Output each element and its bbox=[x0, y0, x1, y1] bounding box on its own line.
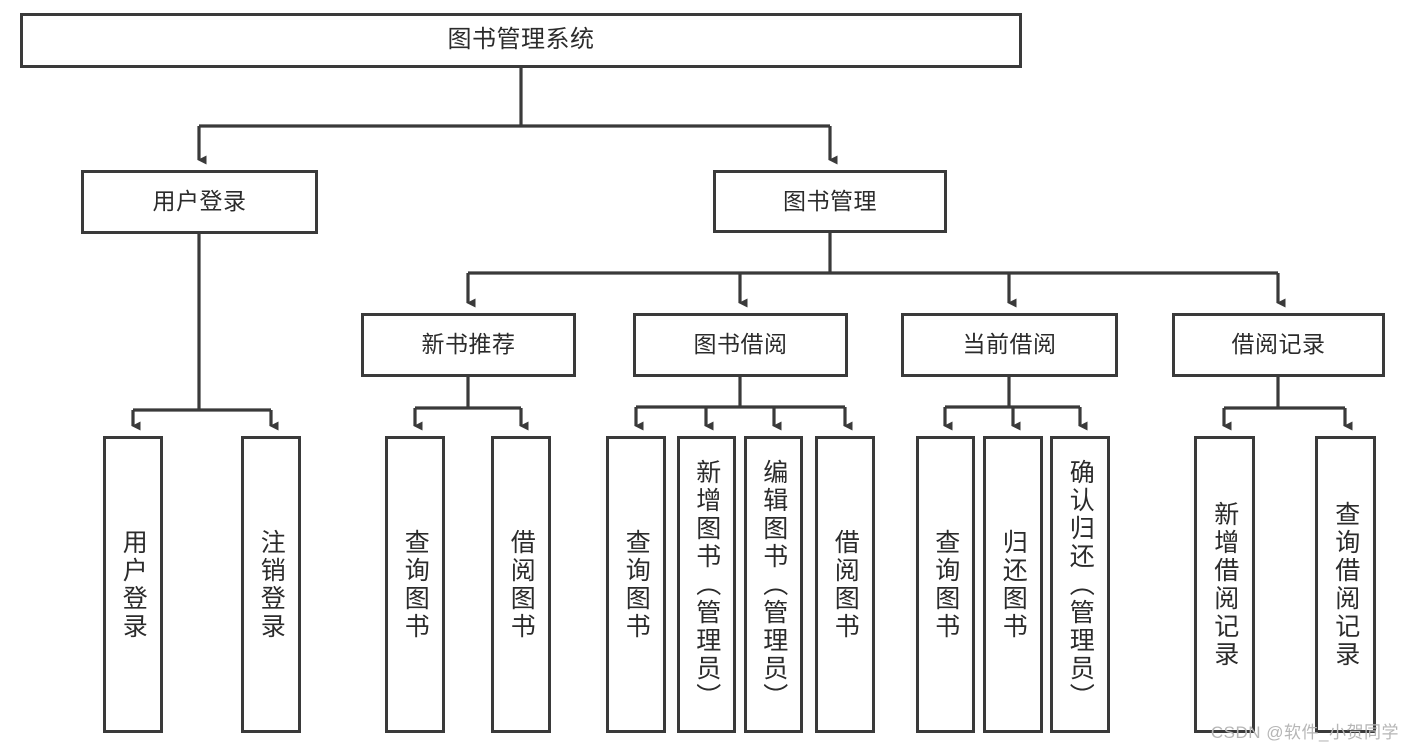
leaf-query-book-3-label: 查询图书 bbox=[931, 528, 960, 641]
node-borrow-record[interactable]: 借阅记录 bbox=[1172, 313, 1385, 377]
leaf-query-book-3[interactable]: 查询图书 bbox=[916, 436, 975, 733]
node-current-borrow[interactable]: 当前借阅 bbox=[901, 313, 1118, 377]
leaf-borrow-book-2-label: 借阅图书 bbox=[831, 528, 860, 641]
node-new-book-recommend-label: 新书推荐 bbox=[421, 331, 516, 358]
leaf-logout[interactable]: 注销登录 bbox=[241, 436, 301, 733]
leaf-edit-book-label: 编辑图书（管理员） bbox=[759, 458, 788, 711]
leaf-query-borrow-record-label: 查询借阅记录 bbox=[1331, 500, 1360, 669]
leaf-edit-book[interactable]: 编辑图书（管理员） bbox=[744, 436, 803, 733]
node-root-label: 图书管理系统 bbox=[447, 26, 595, 54]
leaf-add-book[interactable]: 新增图书（管理员） bbox=[677, 436, 736, 733]
leaf-add-book-label: 新增图书（管理员） bbox=[692, 458, 721, 711]
leaf-add-borrow-record[interactable]: 新增借阅记录 bbox=[1194, 436, 1255, 733]
node-book-borrow-label: 图书借阅 bbox=[693, 331, 788, 358]
leaf-return-book-label: 归还图书 bbox=[999, 528, 1028, 641]
node-root[interactable]: 图书管理系统 bbox=[20, 13, 1022, 68]
node-book-manage[interactable]: 图书管理 bbox=[713, 170, 947, 233]
leaf-add-borrow-record-label: 新增借阅记录 bbox=[1210, 500, 1239, 669]
leaf-confirm-return-label: 确认归还（管理员） bbox=[1066, 458, 1095, 711]
node-user-login-label: 用户登录 bbox=[152, 188, 247, 215]
node-book-borrow[interactable]: 图书借阅 bbox=[633, 313, 848, 377]
leaf-borrow-book-1[interactable]: 借阅图书 bbox=[491, 436, 551, 733]
leaf-query-book-2-label: 查询图书 bbox=[622, 528, 651, 641]
leaf-borrow-book-1-label: 借阅图书 bbox=[507, 528, 536, 641]
leaf-confirm-return[interactable]: 确认归还（管理员） bbox=[1050, 436, 1110, 733]
csdn-watermark: CSDN @软件_小贺同学 bbox=[1210, 723, 1399, 742]
leaf-user-login-label: 用户登录 bbox=[119, 528, 148, 641]
leaf-borrow-book-2[interactable]: 借阅图书 bbox=[815, 436, 875, 733]
leaf-user-login[interactable]: 用户登录 bbox=[103, 436, 163, 733]
leaf-logout-label: 注销登录 bbox=[257, 528, 286, 641]
node-borrow-record-label: 借阅记录 bbox=[1231, 331, 1326, 358]
leaf-query-book-2[interactable]: 查询图书 bbox=[606, 436, 666, 733]
node-current-borrow-label: 当前借阅 bbox=[962, 331, 1057, 358]
node-new-book-recommend[interactable]: 新书推荐 bbox=[361, 313, 576, 377]
leaf-return-book[interactable]: 归还图书 bbox=[983, 436, 1043, 733]
leaf-query-book-1-label: 查询图书 bbox=[401, 528, 430, 641]
leaf-query-book-1[interactable]: 查询图书 bbox=[385, 436, 445, 733]
node-user-login[interactable]: 用户登录 bbox=[81, 170, 318, 234]
node-book-manage-label: 图书管理 bbox=[783, 187, 877, 214]
leaf-query-borrow-record[interactable]: 查询借阅记录 bbox=[1315, 436, 1376, 733]
